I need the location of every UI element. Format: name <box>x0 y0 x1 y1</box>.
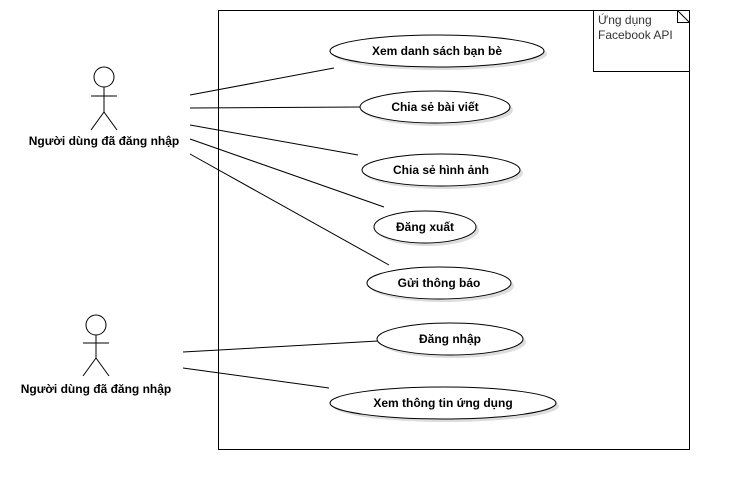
actor-head <box>93 66 115 88</box>
use-case-send-notification: Gửi thông báo <box>366 266 514 302</box>
use-case-label: Chia sẻ hình ảnh <box>393 163 489 177</box>
use-case-label: Xem thông tin ứng dụng <box>373 396 512 410</box>
use-case-view-app-info: Xem thông tin ứng dụng <box>329 386 559 422</box>
use-case-label: Đăng nhập <box>419 332 481 346</box>
use-case-label: Chia sẻ bài viết <box>391 100 478 114</box>
use-case-label: Xem danh sách bạn bè <box>372 44 502 58</box>
association-line <box>182 340 379 353</box>
use-case-logout: Đăng xuất <box>373 210 479 246</box>
association-line <box>189 67 335 96</box>
association-line <box>189 106 363 109</box>
association-line <box>189 138 385 208</box>
use-case-share-image: Chia sẻ hình ảnh <box>361 153 523 189</box>
actor-2-label: Người dùng đã đăng nhập <box>21 382 172 396</box>
note-line-1: Ứng dụng <box>598 12 652 27</box>
association-line <box>189 124 359 156</box>
use-case-share-post: Chia sẻ bài viết <box>359 90 513 126</box>
actor-1 <box>90 66 118 131</box>
system-note: Ứng dụng Facebook API <box>593 10 690 72</box>
actor-head <box>85 314 107 336</box>
use-case-label: Đăng xuất <box>396 220 454 234</box>
actor-2 <box>82 314 110 377</box>
use-case-login: Đăng nhập <box>376 322 526 358</box>
use-case-label: Gửi thông báo <box>398 276 481 290</box>
use-case-view-friends: Xem danh sách bạn bè <box>329 34 547 70</box>
associations <box>182 67 390 389</box>
actor-1-label: Người dùng đã đăng nhập <box>29 134 180 148</box>
association-line <box>182 367 330 389</box>
association-line <box>189 153 390 266</box>
note-line-2: Facebook API <box>598 28 673 42</box>
